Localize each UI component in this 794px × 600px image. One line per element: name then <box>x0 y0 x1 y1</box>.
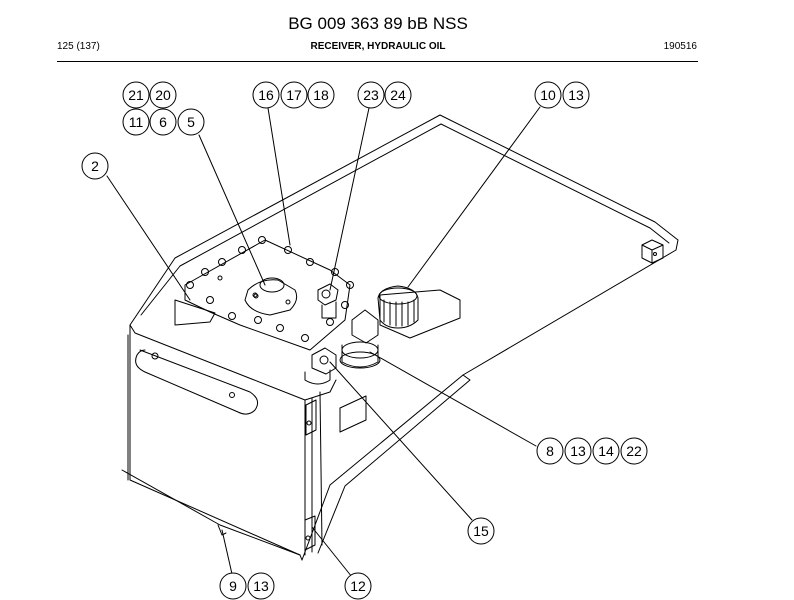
tank-front-top-edge <box>129 324 337 401</box>
cover-bolts <box>186 236 354 342</box>
leader-lines <box>106 106 541 578</box>
callout-5-label: 5 <box>187 114 195 130</box>
callout-18 <box>307 81 335 109</box>
mounting-pad <box>379 289 461 339</box>
callout-9-label: 9 <box>229 578 237 594</box>
date-code: 190516 <box>663 41 697 52</box>
tank-front-bottom-edge <box>121 469 301 556</box>
callout-17-label: 17 <box>286 87 302 103</box>
callout-21-label: 21 <box>128 87 144 103</box>
elbow-fitting-right <box>351 309 379 344</box>
callout-12 <box>344 572 372 600</box>
callout-6 <box>149 108 177 136</box>
part-title: RECEIVER, HYDRAULIC OIL <box>310 41 446 52</box>
tank-top-inner-edge <box>140 123 670 316</box>
callout-8-label: 8 <box>546 443 554 459</box>
tank-top-outline <box>129 114 679 561</box>
callout-13-right <box>564 437 592 465</box>
callout-2-label: 2 <box>91 158 99 174</box>
callout-11 <box>122 108 150 136</box>
callout-14 <box>592 437 620 465</box>
callout-5 <box>177 108 205 136</box>
handle-strap <box>135 349 259 415</box>
callout-13-bottom <box>247 572 275 600</box>
cover-plate <box>184 239 351 351</box>
drain-plug <box>217 524 227 536</box>
callout-9 <box>219 572 247 600</box>
callout-21 <box>122 81 150 109</box>
callout-6-label: 6 <box>159 114 167 130</box>
callout-14-label: 14 <box>598 443 614 459</box>
page-reference: 125 (137) <box>57 41 100 52</box>
callout-22-label: 22 <box>626 443 642 459</box>
callout-18-label: 18 <box>313 87 329 103</box>
callout-20-label: 20 <box>155 87 171 103</box>
tank-lower-slope <box>317 374 471 554</box>
callout-16 <box>252 81 280 109</box>
document-number: BG 009 363 89 bB NSS <box>288 14 468 33</box>
callout-2 <box>81 152 109 180</box>
callout-13-bottom-label: 13 <box>253 578 269 594</box>
callout-24-label: 24 <box>390 87 406 103</box>
callout-10-label: 10 <box>540 87 556 103</box>
cover-plate-inner <box>174 299 216 326</box>
flange-part <box>244 279 298 316</box>
callout-10 <box>534 81 562 109</box>
callout-15 <box>467 517 495 545</box>
callout-24 <box>384 81 412 109</box>
callout-22 <box>620 437 648 465</box>
corner-block <box>641 239 664 264</box>
callout-8 <box>536 437 564 465</box>
callout-13-top-label: 13 <box>568 87 584 103</box>
header-rule <box>57 61 698 62</box>
callout-23-label: 23 <box>363 87 379 103</box>
callout-13-top <box>562 81 590 109</box>
tank-front-face <box>127 324 303 561</box>
callout-17 <box>280 81 308 109</box>
elbow-fitting-top <box>317 283 339 319</box>
callout-13-right-label: 13 <box>570 443 586 459</box>
tank-side-ridge <box>304 391 323 556</box>
callout-20 <box>149 81 177 109</box>
callout-16-label: 16 <box>258 87 274 103</box>
elbow-fitting-lower <box>304 347 337 385</box>
callout-12-label: 12 <box>350 578 366 594</box>
filler-cap <box>377 285 419 329</box>
callout-23 <box>357 81 385 109</box>
callout-11-label: 11 <box>129 114 144 130</box>
label-plate <box>339 395 367 433</box>
callout-15-label: 15 <box>473 523 489 539</box>
